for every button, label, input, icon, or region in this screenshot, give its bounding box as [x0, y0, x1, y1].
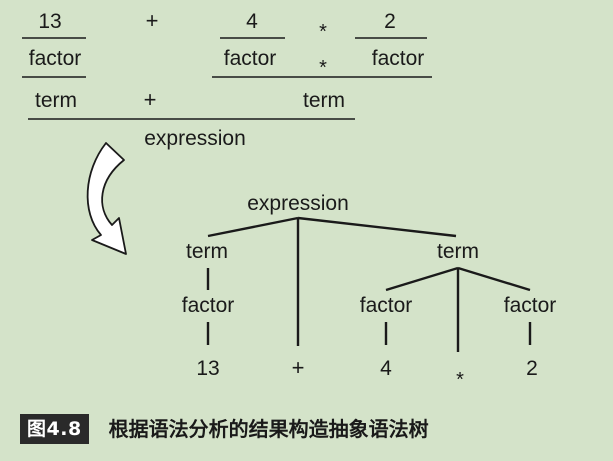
tree-leaf-times: * [456, 369, 464, 391]
tree-edge [207, 216, 299, 238]
tree-leaf-2: 2 [526, 357, 538, 380]
tree-term-left: term [186, 240, 228, 263]
parse-token-2: 2 [384, 10, 396, 33]
parse-token-13: 13 [38, 10, 61, 33]
tree-factor-4: factor [360, 294, 413, 317]
parse-token-times-2: * [319, 57, 327, 79]
parse-token-times: * [319, 21, 327, 43]
parse-factor-2: factor [372, 47, 425, 70]
figure-title: 根据语法分析的结果构造抽象语法树 [108, 417, 429, 441]
figure-number: 图4.8 [20, 414, 89, 444]
parse-token-4: 4 [246, 10, 258, 33]
tree-leaf-plus: + [292, 355, 305, 380]
tree-edge [457, 266, 531, 292]
parse-token-plus: + [146, 8, 159, 33]
figure-caption: 图4.8 根据语法分析的结果构造抽象语法树 [20, 413, 429, 445]
parse-factor-13: factor [29, 47, 82, 70]
tree-edge [385, 266, 459, 292]
curved-arrow-icon [86, 142, 127, 255]
parse-term-left: term [35, 89, 77, 112]
tree-leaf-4: 4 [380, 357, 392, 380]
parse-expression: expression [144, 127, 246, 150]
tree-factor-2: factor [504, 294, 557, 317]
parse-factor-4: factor [224, 47, 277, 70]
tree-leaf-13: 13 [196, 357, 219, 380]
tree-factor-13: factor [182, 294, 235, 317]
tree-root-expression: expression [247, 192, 349, 215]
tree-edge [297, 216, 457, 238]
parse-term-right: term [303, 89, 345, 112]
tree-term-right: term [437, 240, 479, 263]
parse-token-plus-2: + [144, 87, 157, 112]
